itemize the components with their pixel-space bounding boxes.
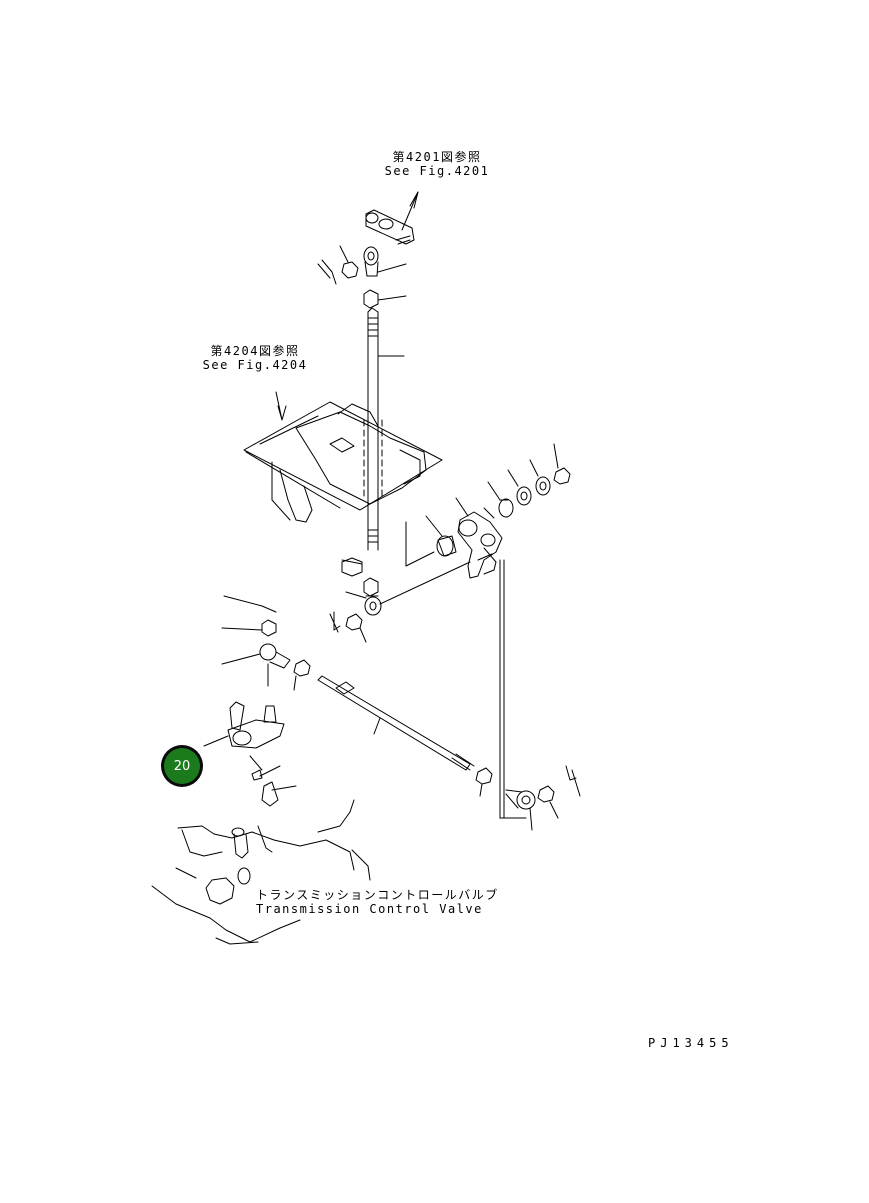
reference-fig-4201-en: See Fig.4201 [384, 164, 490, 178]
lower-rod-end [506, 766, 580, 830]
middle-rod-end [330, 562, 470, 642]
right-link [478, 554, 526, 818]
reference-fig-4201-jp: 第4201図参照 [392, 150, 482, 164]
clamp-lever [204, 702, 296, 806]
lever-box [244, 392, 442, 522]
upper-bracket [366, 192, 418, 244]
valve-label-jp: トランスミッションコントロールバルブ [256, 888, 499, 902]
reference-fig-4204-jp: 第4204図参照 [210, 344, 300, 358]
reference-fig-4201: 第4201図参照 See Fig.4201 [372, 150, 502, 178]
upper-rod-end [318, 246, 406, 308]
horizontal-rod [318, 676, 492, 796]
part-callout-20[interactable]: 20 [161, 745, 203, 787]
part-callout-number: 20 [164, 748, 200, 784]
vertical-rod [342, 308, 404, 576]
valve-label-en: Transmission Control Valve [256, 902, 483, 916]
bellcrank-assembly [406, 444, 570, 578]
drawing-code: PJ13455 [648, 1036, 734, 1050]
left-rod-end [222, 596, 310, 690]
valve-body [152, 800, 370, 944]
reference-fig-4204-en: See Fig.4204 [202, 358, 308, 372]
reference-fig-4204: 第4204図参照 See Fig.4204 [190, 344, 320, 372]
valve-label: トランスミッションコントロールバルブ Transmission Control … [256, 888, 499, 916]
